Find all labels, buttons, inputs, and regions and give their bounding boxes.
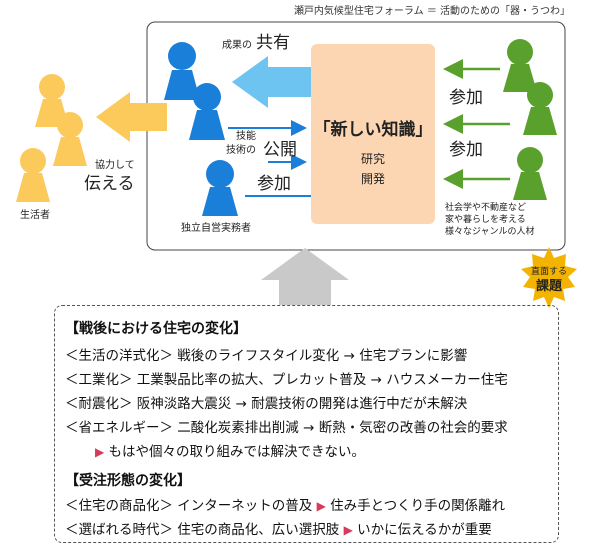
row-text: 戦後のライフスタイル変化 → 住宅プランに影響 <box>177 348 468 364</box>
badge-big-label: 課題 <box>535 279 562 294</box>
practitioner-person-1 <box>164 42 200 100</box>
page-title: 瀬戸内気候型住宅フォーラム ＝ 活動のための「器・うつわ」 <box>293 6 570 17</box>
expert-person-3 <box>513 147 547 200</box>
row-industrialization: ＜工業化＞ 工業製品比率の拡大、プレカット普及 → ハウスメーカー住宅 <box>65 368 508 388</box>
participate-left-label: 参加 <box>257 174 291 194</box>
expert-person-1 <box>503 39 537 92</box>
triangle-icon: ▶ <box>95 445 105 459</box>
resident-person-3 <box>16 148 50 202</box>
core-knowledge-box <box>311 44 435 224</box>
share-arrow <box>232 56 320 108</box>
triangle-icon: ▶ <box>316 499 326 513</box>
experts-label-line-2: 家や暮らしを考える <box>445 215 526 225</box>
share-big-label: 共有 <box>256 33 290 53</box>
conclusion-text: もはや個々の取り組みでは解決できない。 <box>108 444 366 460</box>
disclose-big-label: 公開 <box>263 140 297 160</box>
row-text: 二酸化炭素排出削減 → 断熱・気密の改善の社会的要求 <box>177 420 508 436</box>
row-commodification: ＜住宅の商品化＞ インターネットの普及 ▶ 住み手とつくり手の関係離れ <box>65 494 505 514</box>
participate-right-label-1: 参加 <box>449 88 483 108</box>
row-tag: ＜省エネルギー＞ <box>65 420 173 436</box>
resident-person-2 <box>53 112 87 166</box>
triangle-icon: ▶ <box>343 523 353 537</box>
disclose-small-label-2: 技術の <box>226 145 256 156</box>
row-result: いかに伝えるかが重要 <box>357 522 492 538</box>
practitioners-label: 独立自営実務者 <box>181 223 251 234</box>
core-title: 「新しい知識」 <box>313 120 433 140</box>
row-text: インターネットの普及 <box>177 498 313 514</box>
experts-label-line-1: 社会学や不動産など <box>445 203 527 213</box>
experts-label-line-3: 様々なジャンルの人材 <box>445 227 535 237</box>
row-tag: ＜耐震化＞ <box>65 396 133 412</box>
expert-person-2 <box>523 82 557 135</box>
row-result: 住み手とつくり手の関係離れ <box>330 498 506 514</box>
row-westernization: ＜生活の洋式化＞ 戦後のライフスタイル変化 → 住宅プランに影響 <box>65 344 467 364</box>
row-seismic: ＜耐震化＞ 阪神淡路大震災 → 耐震技術の開発は進行中だが未解決 <box>65 392 467 412</box>
core-line-research: 研究 <box>360 152 385 166</box>
forum-frame <box>146 21 566 251</box>
row-tag: ＜住宅の商品化＞ <box>65 498 173 514</box>
row-text: 住宅の商品化、広い選択肢 <box>177 522 340 538</box>
row-text: 工業製品比率の拡大、プレカット普及 → ハウスメーカー住宅 <box>136 372 508 388</box>
share-small-label: 成果の <box>222 40 252 51</box>
section2-title: 【受注形態の変化】 <box>65 473 191 489</box>
row-text: 阪神淡路大震災 → 耐震技術の開発は進行中だが未解決 <box>136 396 468 412</box>
disclose-small-label-1: 技能 <box>236 131 256 142</box>
row-selection-era: ＜選ばれる時代＞ 住宅の商品化、広い選択肢 ▶ いかに伝えるかが重要 <box>65 518 492 538</box>
convey-arrow <box>96 92 167 142</box>
practitioner-person-2 <box>189 83 225 140</box>
practitioner-person-3 <box>202 160 238 216</box>
row-tag: ＜選ばれる時代＞ <box>65 522 173 538</box>
section1-title: 【戦後における住宅の変化】 <box>65 321 247 337</box>
issue-badge <box>521 247 577 308</box>
row-tag: ＜工業化＞ <box>65 372 133 388</box>
up-arrow <box>261 248 349 305</box>
residents-label: 生活者 <box>20 210 50 221</box>
row-energy-saving: ＜省エネルギー＞ 二酸化炭素排出削減 → 断熱・気密の改善の社会的要求 <box>65 416 508 436</box>
participate-right-label-2: 参加 <box>449 140 483 160</box>
problems-panel: 【戦後における住宅の変化】 ＜生活の洋式化＞ 戦後のライフスタイル変化 → 住宅… <box>54 305 559 543</box>
row-tag: ＜生活の洋式化＞ <box>65 348 173 364</box>
convey-small-label: 協力して <box>95 160 135 171</box>
conclusion-row: ▶ もはや個々の取り組みでは解決できない。 <box>95 440 365 460</box>
core-line-development: 開発 <box>360 172 385 186</box>
convey-big-label: 伝える <box>84 174 135 194</box>
badge-small-label: 直面する <box>530 267 567 277</box>
